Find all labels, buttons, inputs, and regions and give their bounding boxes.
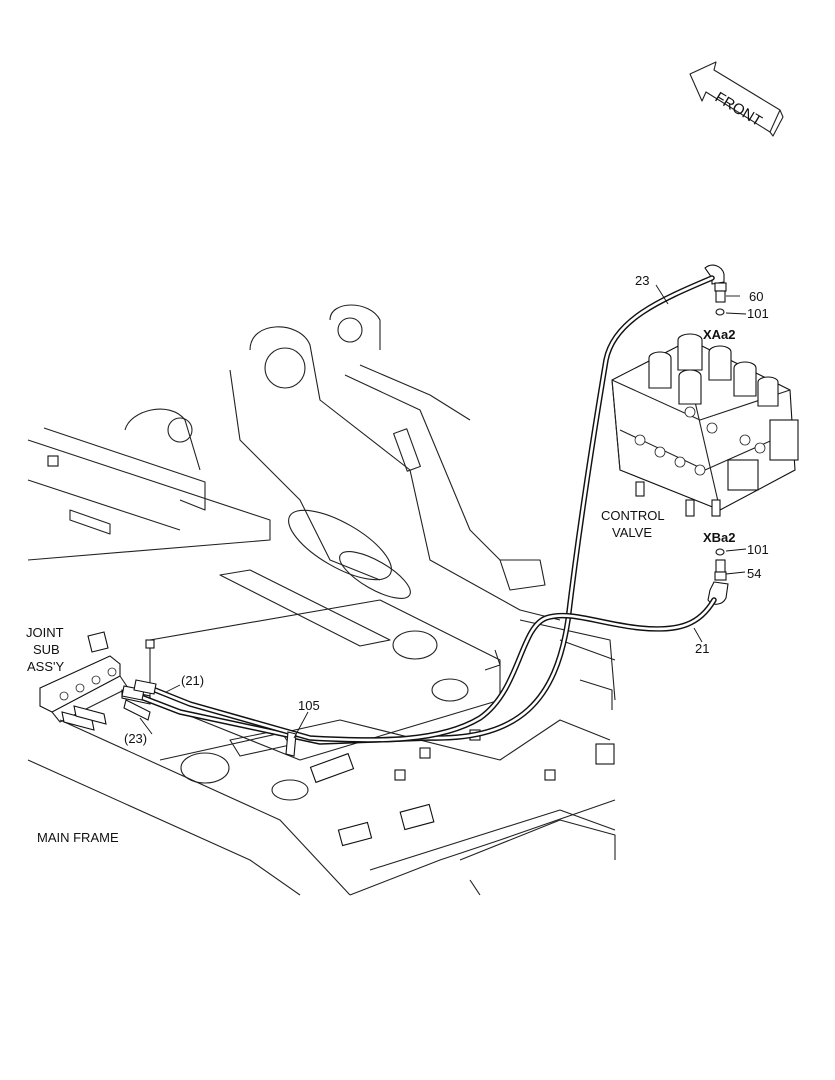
joint-sub-label-line3: ASS'Y <box>27 659 64 674</box>
port-xba2-label: XBa2 <box>703 530 736 545</box>
callout-fitting-60: 60 <box>749 289 763 304</box>
front-label: FRONT <box>712 89 765 130</box>
callout-oring-101-upper: 101 <box>747 306 769 321</box>
port-xaa2-label: XAa2 <box>703 327 736 342</box>
joint-sub-label-line1: JOINT <box>26 625 64 640</box>
joint-sub-label-line2: SUB <box>33 642 60 657</box>
control-valve-label-line1: CONTROL <box>601 508 665 523</box>
control-valve-label-line2: VALVE <box>612 525 652 540</box>
main-frame-structure <box>27 304 616 896</box>
callout-hose-23: 23 <box>635 273 649 288</box>
hose-end-fittings <box>121 679 157 701</box>
callout-hose-21-ref: (21) <box>181 673 204 688</box>
callout-hose-23-ref: (23) <box>124 731 147 746</box>
hose-23 <box>125 275 715 745</box>
hose-21 <box>137 597 717 743</box>
main-frame-label: MAIN FRAME <box>37 830 119 845</box>
callout-leaders <box>139 284 747 739</box>
callout-hose-21: 21 <box>695 641 709 656</box>
clamp-105 <box>285 731 297 757</box>
control-valve: CONTROL VALVE <box>601 333 799 540</box>
upper-fittings <box>704 264 727 316</box>
lower-fittings <box>707 548 729 605</box>
front-arrow-icon: FRONT <box>689 61 784 137</box>
callout-oring-101-lower: 101 <box>747 542 769 557</box>
callout-clamp-105: 105 <box>298 698 320 713</box>
callout-fitting-54: 54 <box>747 566 761 581</box>
